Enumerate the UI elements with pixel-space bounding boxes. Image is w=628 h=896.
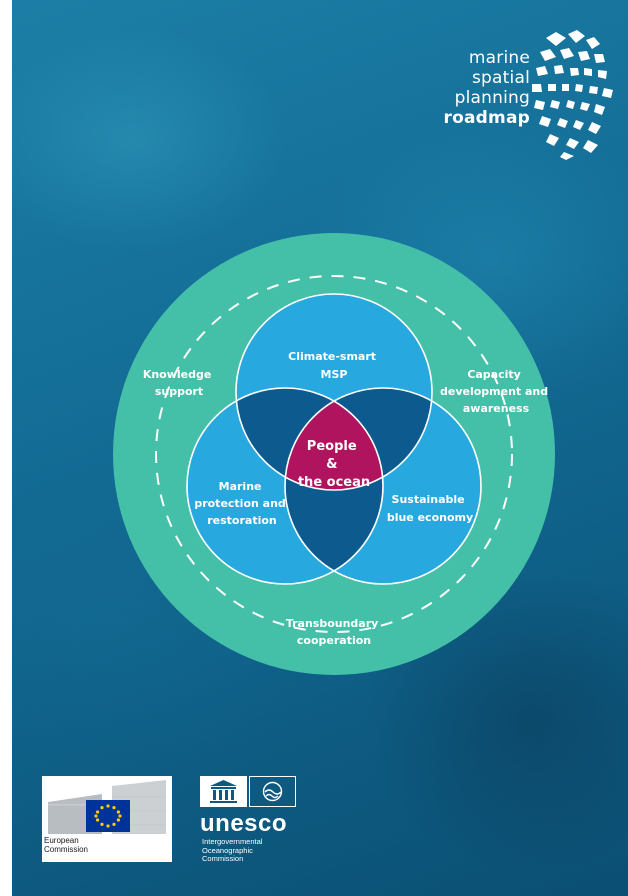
poster-background: marine spatial planning roadmap [12,0,628,896]
ec-label: European Commission [44,836,136,854]
ioc-label: Intergovernmental Oceanographic Commissi… [202,837,312,864]
european-commission-logo [42,776,172,862]
ec-label-line1: European [44,836,79,845]
msp-diagram: Knowledge support Capacity development a… [113,233,555,675]
ioc-wave-icon [262,781,283,802]
dashed-ring [155,275,513,633]
unesco-wordmark: unesco [200,810,288,837]
ioc-label-line1: Intergovernmental [202,837,263,846]
unesco-emblem-icon [200,776,296,807]
label-climate-smart: Climate-smart MSP [288,350,380,381]
title-line-spatial: spatial [472,68,530,88]
title-line-planning: planning [454,88,530,108]
label-people-ocean: People & the ocean [298,439,370,490]
title-line-roadmap: roadmap [443,108,530,128]
circle-left-outline [186,387,384,585]
center-region [285,388,383,490]
label-knowledge-support: Knowledge support [143,368,215,398]
ioc-label-line3: Commission [202,854,244,863]
ec-label-line2: Commission [44,845,89,854]
label-blue-economy: Sustainable blue economy [387,493,473,524]
title-block: marine spatial planning roadmap [444,48,530,128]
ioc-label-line2: Oceanographic [202,845,253,855]
label-capacity: Capacity development and awareness [440,368,552,415]
circle-top-outline [235,293,433,491]
label-marine-protection: Marine protection and restoration [194,480,289,527]
label-transboundary: Transboundary cooperation [286,617,382,647]
title-line-marine: marine [468,48,530,68]
eu-stars-icon [94,804,122,828]
roadmap-logo-icon [532,30,613,160]
circle-right-outline [284,387,482,585]
